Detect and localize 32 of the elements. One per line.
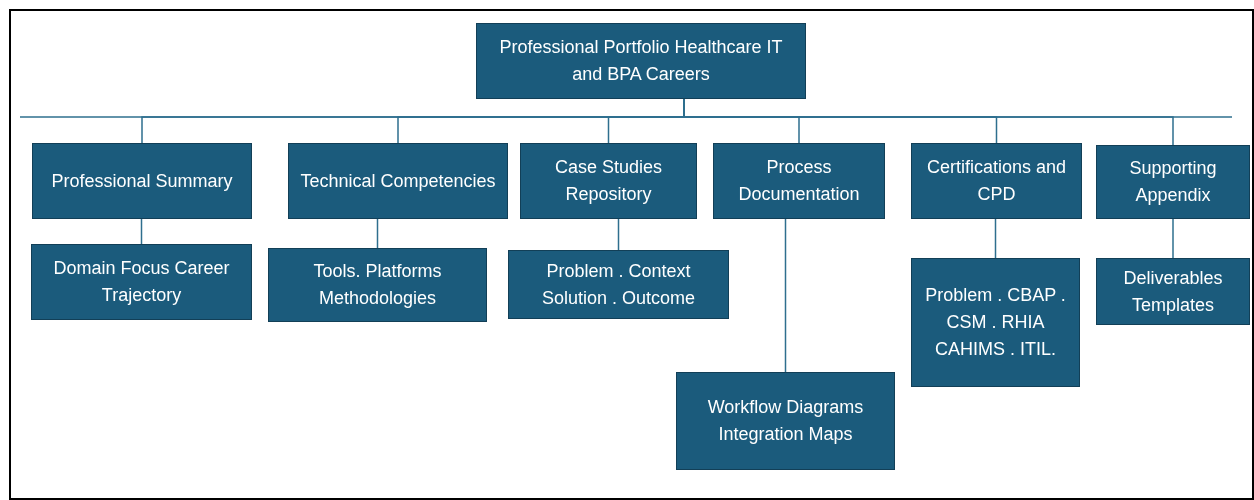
- connector-line: [1172, 218, 1174, 259]
- connector-line: [994, 218, 997, 259]
- connector-line: [617, 218, 620, 251]
- box-label: Process Documentation: [737, 156, 861, 206]
- box-label: Professional Summary: [50, 169, 234, 193]
- box-label: Problem . Context Solution . Outcome: [540, 259, 697, 310]
- topic-box: [31, 244, 252, 320]
- box-label: Supporting Appendix: [1128, 157, 1218, 207]
- box-label: Domain Focus Career Trajectory: [52, 257, 231, 307]
- box-label: Certifications and CPD: [925, 156, 1068, 206]
- topic-box: [1096, 258, 1250, 325]
- topic-box: [1096, 145, 1250, 219]
- box-label: Tools. Platforms Methodologies: [312, 260, 443, 310]
- topic-box: [713, 143, 885, 219]
- box-label: Technical Competencies: [299, 169, 497, 193]
- topic-box: [32, 143, 252, 219]
- box-label: Problem . CBAP . CSM . RHIA CAHIMS . ITIL.: [924, 284, 1067, 361]
- connector-line: [784, 218, 787, 373]
- box-label: Case Studies Repository: [553, 156, 664, 206]
- topic-box: [508, 250, 729, 319]
- box-label: Deliverables Templates: [1122, 266, 1224, 317]
- box-label: Professional Portfolio Healthcare IT and BPA Careers: [498, 36, 784, 86]
- topic-box: [911, 258, 1080, 387]
- box-label: Workflow Diagrams Integration Maps: [706, 396, 865, 446]
- connector-line: [140, 218, 143, 245]
- topic-box: [268, 248, 487, 322]
- topic-box: [288, 143, 508, 219]
- topic-box: [520, 143, 697, 219]
- topic-box: [676, 372, 895, 470]
- connector-line: [376, 218, 379, 249]
- topic-box: [911, 143, 1082, 219]
- root-box: [476, 23, 806, 99]
